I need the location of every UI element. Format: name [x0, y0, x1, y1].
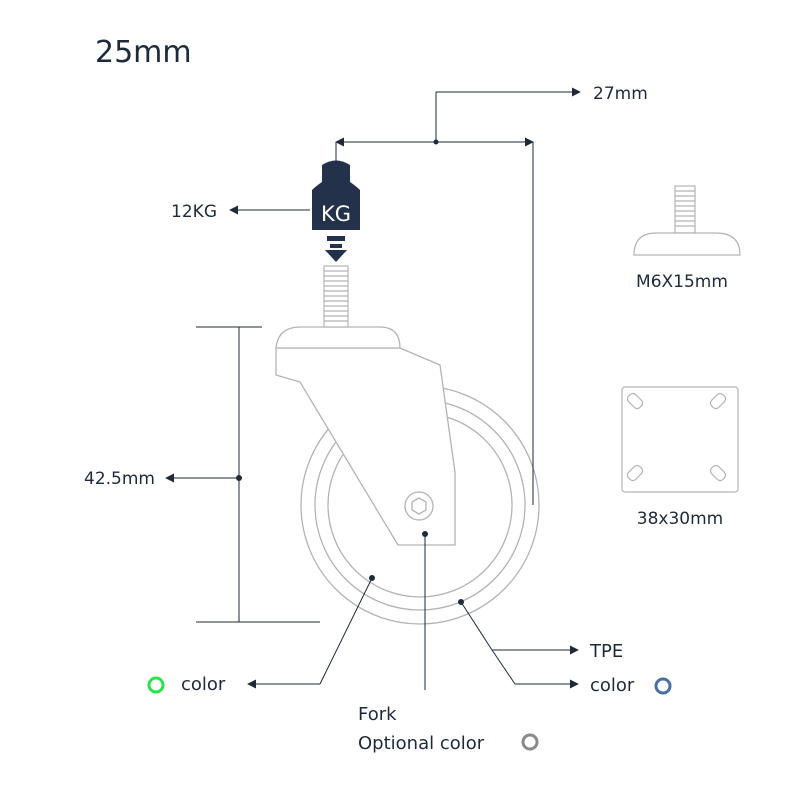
fork-body	[275, 347, 456, 546]
threaded-stem	[323, 265, 349, 328]
wheel-color-leader	[247, 575, 375, 689]
fork-color-label: Optional color	[358, 733, 485, 754]
tire-color-label: color	[590, 675, 635, 696]
top-plate	[275, 326, 401, 349]
load-label: 12KG	[171, 202, 217, 222]
weight-icon-text: KG	[321, 202, 351, 226]
kg-weight-icon: KG	[312, 160, 360, 262]
offset-label: 27mm	[593, 84, 648, 104]
tire-color-ring-icon	[654, 677, 672, 695]
plate-label: 38x30mm	[637, 509, 723, 529]
stem-detail	[633, 185, 741, 256]
height-dimension	[165, 326, 320, 623]
offset-dimension	[335, 87, 581, 505]
plate-detail	[621, 386, 739, 493]
axle-cap	[404, 491, 434, 521]
fork-leader	[422, 531, 428, 690]
fork-label: Fork	[358, 704, 397, 725]
axle-hex	[411, 497, 427, 515]
tire-leaders	[458, 599, 579, 689]
height-label: 42.5mm	[84, 469, 155, 489]
stem-label: M6X15mm	[636, 272, 728, 292]
fork-color-ring-icon	[521, 733, 539, 751]
wheel-color-label: color	[181, 674, 226, 695]
wheel-color-ring-icon	[147, 676, 165, 694]
caster-drawing	[275, 326, 540, 625]
tire-material-label: TPE	[589, 641, 623, 662]
page-title: 25mm	[95, 35, 192, 70]
